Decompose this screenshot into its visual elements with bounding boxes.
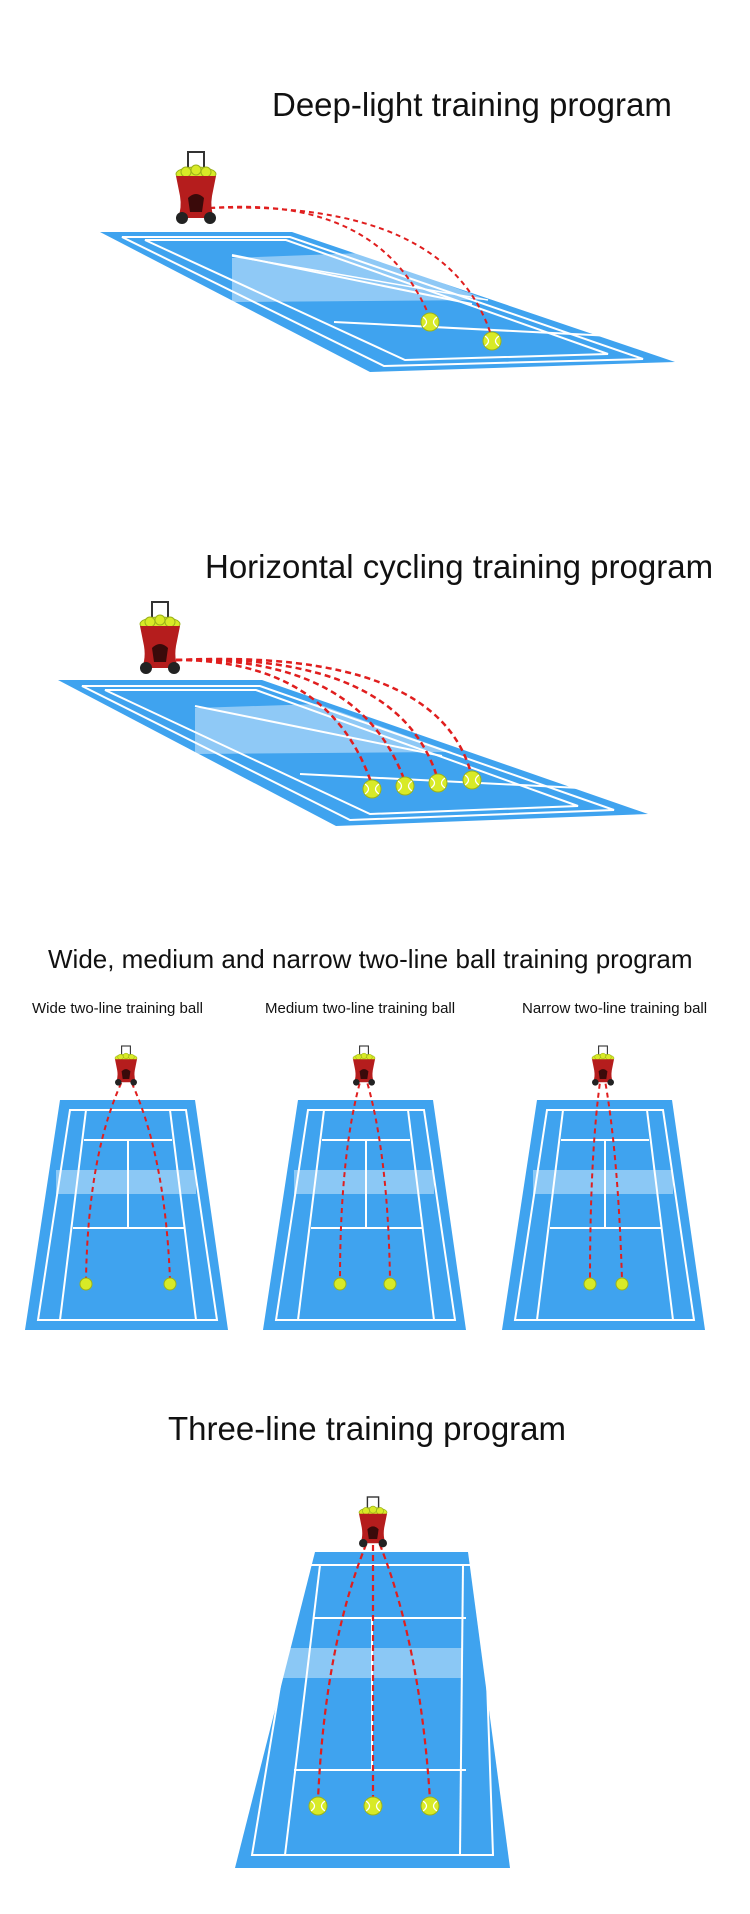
ball-machine-icon: [139, 601, 181, 675]
trajectories-narrow: [589, 1074, 623, 1281]
ball-machine-icon: [175, 151, 217, 225]
subtitle-wide: Wide two-line training ball: [32, 1000, 203, 1017]
tennis-ball-icon: [383, 1277, 397, 1291]
trajectories-three-line: [316, 1534, 432, 1801]
trajectories-medium: [339, 1074, 391, 1281]
court-narrow: [502, 1100, 705, 1330]
ball-machine-icon: [591, 1045, 615, 1087]
subtitle-narrow: Narrow two-line training ball: [522, 1000, 708, 1017]
section-title-horizontal-cycling: Horizontal cycling training program: [205, 548, 714, 585]
trajectories-wide: [85, 1074, 171, 1281]
ball-machine-icon: [358, 1496, 388, 1549]
section-title-three-line: Three-line training program: [168, 1410, 567, 1447]
tennis-ball-icon: [482, 331, 502, 351]
section-title-two-line: Wide, medium and narrow two-line ball tr…: [48, 944, 693, 974]
tennis-ball-icon: [333, 1277, 347, 1291]
ball-machine-icon: [352, 1045, 376, 1087]
tennis-ball-icon: [395, 776, 415, 796]
tennis-ball-icon: [363, 1796, 383, 1816]
ball-machine-icon: [114, 1045, 138, 1087]
court-deep-light: [100, 232, 675, 372]
section-title-deep-light: Deep-light training program: [272, 86, 672, 123]
tennis-ball-icon: [615, 1277, 629, 1291]
tennis-ball-icon: [420, 1796, 440, 1816]
court-wide: [25, 1100, 228, 1330]
court-horizontal-cycling: [58, 680, 648, 826]
tennis-ball-icon: [420, 312, 440, 332]
tennis-ball-icon: [308, 1796, 328, 1816]
tennis-ball-icon: [163, 1277, 177, 1291]
tennis-ball-icon: [79, 1277, 93, 1291]
tennis-ball-icon: [428, 773, 448, 793]
subtitle-medium: Medium two-line training ball: [265, 1000, 456, 1017]
trajectories-deep-light: [209, 205, 493, 339]
tennis-ball-icon: [583, 1277, 597, 1291]
court-medium: [263, 1100, 466, 1330]
tennis-ball-icon: [462, 770, 482, 790]
trajectories-horizontal-cycling: [175, 657, 474, 786]
tennis-ball-icon: [362, 779, 382, 799]
